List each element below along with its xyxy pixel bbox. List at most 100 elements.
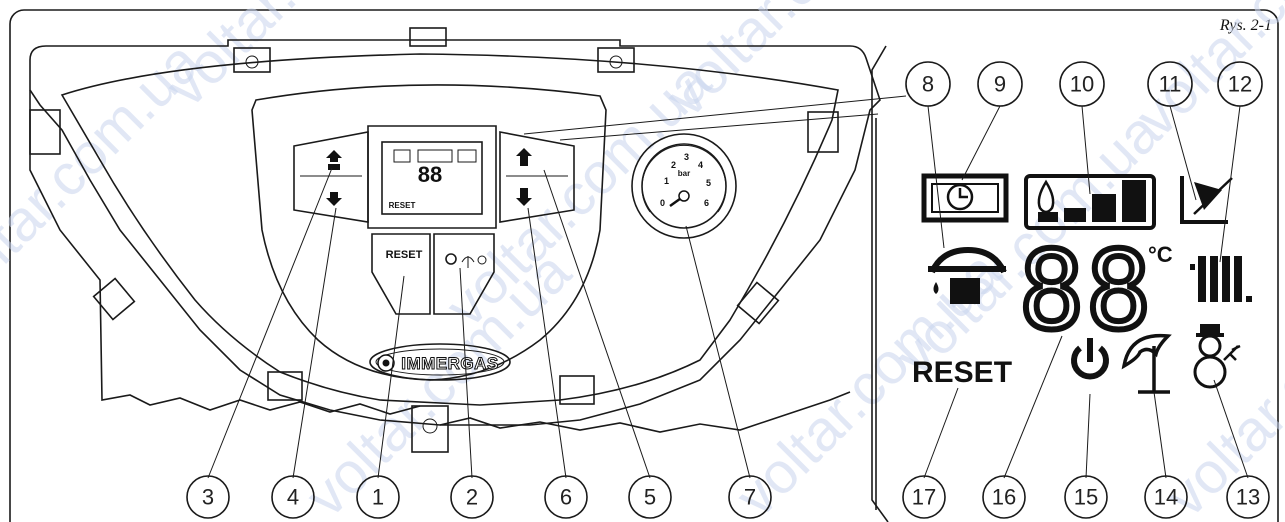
callout-4: 4	[271, 475, 315, 519]
svg-text:3: 3	[202, 485, 214, 510]
left-lower-clip	[92, 277, 136, 321]
svg-text:17: 17	[912, 485, 936, 510]
flame-power-indicator	[1024, 174, 1156, 230]
heating-up-button[interactable]	[516, 148, 532, 166]
right-clip	[807, 111, 839, 153]
mode-icons	[445, 253, 487, 268]
heating-down-button[interactable]	[516, 188, 532, 206]
mini-display-digits: 88	[418, 162, 442, 187]
callout-5: 5	[628, 475, 672, 519]
gauge-tick: 5	[706, 178, 711, 188]
callout-16: 16	[982, 475, 1026, 519]
display-reset-label: RESET	[912, 356, 1012, 389]
brand-name: IMMERGAS	[401, 354, 499, 373]
snowman-icon	[1198, 334, 1222, 358]
callout-7: 7	[728, 475, 772, 519]
mode-button[interactable]	[433, 233, 495, 315]
callouts-bottom: 3 4 1 2 6 5 7 17 16 15 14 13	[186, 475, 1270, 519]
power-indicator	[1071, 338, 1109, 380]
mini-display-screen	[381, 141, 483, 215]
clock-indicator	[921, 173, 1009, 223]
callout-12: 12	[1217, 61, 1263, 107]
winter-indicator	[1193, 324, 1241, 389]
heating-curve-indicator	[1180, 176, 1233, 224]
power-icon	[1071, 345, 1109, 380]
callout-14: 14	[1144, 475, 1188, 519]
power-bar-1	[1064, 208, 1086, 222]
svg-text:15: 15	[1074, 485, 1098, 510]
display-unit: °C	[1148, 242, 1173, 267]
svg-text:1: 1	[372, 485, 384, 510]
bottom-hook	[411, 405, 449, 453]
figure-label: Rys. 2-1	[1219, 17, 1272, 34]
figure-frame	[9, 9, 1279, 522]
gauge-tick: 0	[660, 198, 665, 208]
heating-button-frame	[499, 131, 575, 223]
svg-text:6: 6	[560, 485, 572, 510]
panel-mini-display: 88 RESET	[367, 125, 497, 229]
heating-curve-icon	[1194, 182, 1222, 210]
svg-text:7: 7	[744, 485, 756, 510]
brand-badge: IMMERGAS	[369, 343, 511, 381]
dhw-down-icon	[326, 192, 342, 206]
callout-2: 2	[450, 475, 494, 519]
callout-6: 6	[544, 475, 588, 519]
right-button-group	[499, 131, 575, 223]
svg-text:11: 11	[1159, 72, 1182, 97]
svg-text:4: 4	[287, 485, 299, 510]
reset-button-label: RESET	[386, 249, 423, 261]
heating-up-icon	[516, 148, 532, 166]
power-bar-2	[1092, 194, 1116, 222]
leader-lines	[207, 95, 1249, 479]
mini-display-reset: RESET	[389, 201, 416, 210]
bottom-left-clip	[267, 371, 303, 401]
gauge-tick: 1	[664, 176, 669, 186]
callout-10: 10	[1059, 61, 1105, 107]
gauge-tick: 3	[684, 152, 689, 162]
dhw-up-icon	[326, 150, 342, 162]
svg-text:12: 12	[1228, 72, 1252, 97]
display-digits: 88	[1019, 229, 1153, 354]
pressure-gauge: 0 1 2 3 4 5 6 bar	[631, 133, 737, 239]
svg-text:2: 2	[466, 485, 478, 510]
dhw-up-button[interactable]	[326, 150, 342, 170]
left-button-group	[293, 131, 369, 223]
callouts-top: 8 9 10 11 12	[905, 61, 1263, 107]
svg-text:16: 16	[992, 485, 1016, 510]
radiator-icon	[1198, 256, 1206, 302]
radiator-indicator	[1190, 256, 1252, 302]
heating-down-icon	[516, 188, 532, 206]
watermark: voltar.com.ua	[1153, 239, 1285, 522]
svg-text:9: 9	[994, 72, 1006, 97]
callout-8: 8	[905, 61, 951, 107]
section-divider	[871, 45, 889, 522]
svg-text:5: 5	[644, 485, 656, 510]
hot-water-tap-icon	[929, 246, 1007, 274]
reset-button[interactable]: RESET	[371, 233, 431, 315]
gauge-tick: 6	[704, 198, 709, 208]
tap-indicator	[928, 246, 1007, 304]
umbrella-icon	[1121, 333, 1172, 370]
power-bar-3	[1122, 180, 1146, 222]
left-clip	[29, 109, 61, 155]
callout-1: 1	[356, 475, 400, 519]
dhw-button-frame	[293, 131, 369, 223]
top-clip	[409, 27, 447, 47]
clock-icon	[946, 183, 974, 211]
dhw-down-button[interactable]	[326, 192, 342, 206]
right-lower-clip	[736, 281, 780, 325]
watermark: voltar.com.ua	[653, 0, 943, 129]
temperature-digits: 88 °C	[1016, 226, 1173, 357]
callout-11: 11	[1147, 61, 1193, 107]
svg-text:8: 8	[922, 72, 934, 97]
gauge-tick: 4	[698, 160, 703, 170]
svg-text:14: 14	[1154, 485, 1178, 510]
boiler-housing	[29, 27, 881, 453]
gauge-unit: bar	[678, 169, 690, 178]
svg-text:13: 13	[1236, 485, 1260, 510]
callout-3: 3	[186, 475, 230, 519]
callout-17: 17	[902, 475, 946, 519]
callout-9: 9	[977, 61, 1023, 107]
